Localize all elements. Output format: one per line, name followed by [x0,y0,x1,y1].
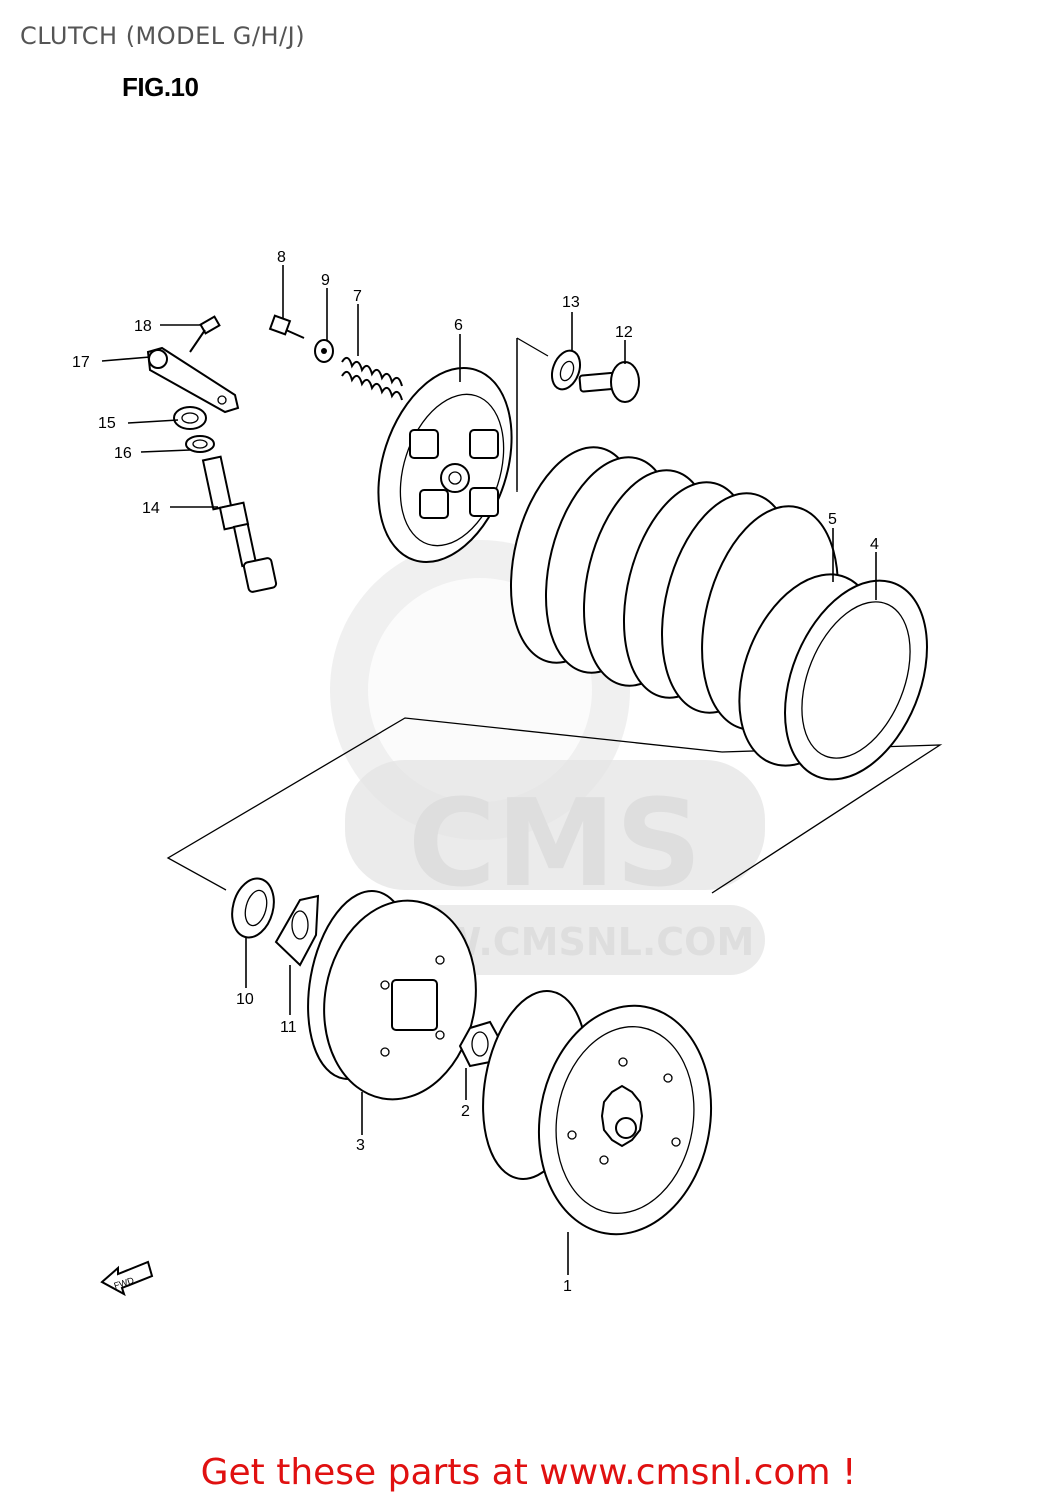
callout-2: 2 [461,1103,470,1120]
page-title: CLUTCH (MODEL G/H/J) [20,22,306,50]
callout-8: 8 [277,249,286,266]
callout-4: 4 [870,536,879,553]
watermark-logo-text: CMS [408,775,702,914]
callout-15: 15 [98,415,116,432]
part-17-release-arm[interactable] [146,346,240,414]
part-10-oil-seal[interactable] [226,874,280,942]
fwd-arrow-icon: FWD [100,1260,154,1297]
part-18-bolt[interactable] [189,315,221,353]
part-3-primary-driven-gear[interactable] [294,883,491,1112]
part-7-clutch-spring[interactable] [341,356,403,401]
part-15-oil-seal[interactable] [173,406,207,430]
callout-1: 1 [563,1278,572,1295]
callout-17: 17 [72,354,90,371]
callout-6: 6 [454,317,463,334]
callout-11: 11 [280,1019,297,1036]
leader-lines [101,265,877,1275]
clutch-plate-stack[interactable] [490,434,954,801]
callout-18: 18 [134,318,152,335]
part-12-push-piece[interactable] [578,361,640,403]
callout-13: 13 [562,294,580,311]
part-1-clutch-housing[interactable] [469,983,728,1248]
callout-16: 16 [114,445,132,462]
figure-label: FIG.10 [122,72,199,102]
callout-14: 14 [142,500,160,517]
part-11-lock-washer[interactable] [274,894,320,967]
assembly-bracket-top [516,337,549,492]
cms-watermark: CMS WWW.CMSNL.COM [330,540,765,975]
callout-3: 3 [356,1137,365,1154]
part-13-bearing[interactable] [547,347,585,393]
callout-9: 9 [321,272,330,289]
part-9-washer[interactable] [314,339,334,363]
part-14-release-shaft[interactable] [201,455,278,593]
footer-shop-link[interactable]: Get these parts at www.cmsnl.com ! [200,1452,857,1493]
callout-10: 10 [236,991,254,1008]
part-8-bolt[interactable] [268,314,305,339]
part-4-friction-plate [784,579,928,781]
callout-7: 7 [353,288,362,305]
part-16-washer[interactable] [185,435,215,453]
callout-12: 12 [615,324,633,341]
callout-numbers: 18 17 15 16 14 8 9 7 6 13 12 5 4 10 11 3… [72,249,879,1295]
callout-5: 5 [828,511,837,528]
part-6-pressure-plate[interactable] [355,351,535,580]
